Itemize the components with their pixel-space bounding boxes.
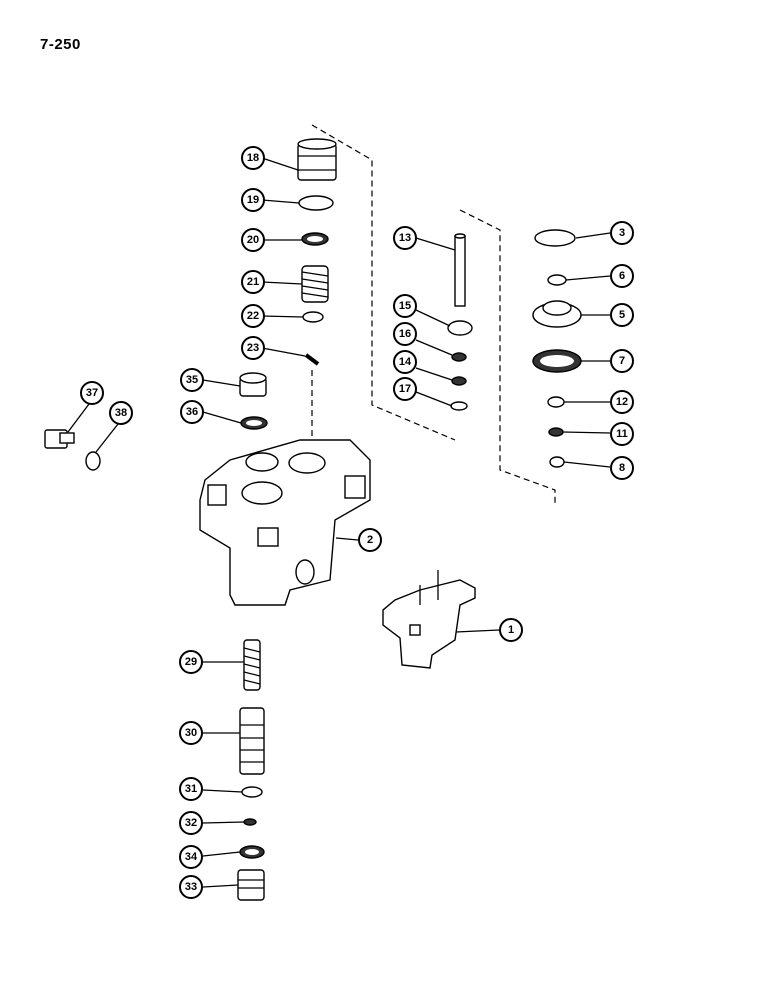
callout-15: 15: [393, 294, 417, 318]
svg-text:37: 37: [86, 387, 98, 399]
part-23-pin: [304, 353, 320, 366]
svg-text:23: 23: [247, 342, 259, 354]
callout-37: 37: [80, 381, 104, 405]
part-3-snap-ring: [534, 229, 576, 247]
part-16-seal: [451, 352, 467, 362]
part-11-seal: [548, 427, 564, 437]
callout-17: 17: [393, 377, 417, 401]
part-6-washer: [547, 274, 567, 286]
callout-14: 14: [393, 350, 417, 374]
callout-18: 18: [241, 146, 265, 170]
svg-text:38: 38: [115, 407, 127, 419]
callout-31: 31: [179, 777, 203, 801]
callout-1: 1: [499, 618, 523, 642]
callout-21: 21: [241, 270, 265, 294]
callout-29: 29: [179, 650, 203, 674]
callout-3: 3: [610, 221, 634, 245]
svg-text:18: 18: [247, 152, 259, 164]
callout-19: 19: [241, 188, 265, 212]
svg-text:35: 35: [186, 374, 198, 386]
part-35-plug: [239, 372, 267, 397]
part-33-plug: [237, 869, 265, 901]
callout-11: 11: [610, 422, 634, 446]
callout-12: 12: [610, 390, 634, 414]
svg-text:31: 31: [185, 783, 197, 795]
callout-36: 36: [180, 400, 204, 424]
svg-text:34: 34: [185, 851, 198, 863]
svg-text:15: 15: [399, 300, 411, 312]
svg-text:16: 16: [399, 328, 411, 340]
svg-text:21: 21: [247, 276, 259, 288]
part-17-clip: [450, 401, 468, 411]
callout-2: 2: [358, 528, 382, 552]
svg-text:30: 30: [185, 727, 197, 739]
callout-8: 8: [610, 456, 634, 480]
part-15-cap: [447, 320, 473, 336]
part-18-sleeve: [297, 138, 337, 181]
callout-34: 34: [179, 845, 203, 869]
svg-text:6: 6: [619, 270, 625, 282]
alignment-line-right: [459, 209, 556, 505]
callout-20: 20: [241, 228, 265, 252]
callout-32: 32: [179, 811, 203, 835]
callout-22: 22: [241, 304, 265, 328]
part-22-washer: [302, 311, 324, 323]
page-number: 7-250: [40, 36, 81, 53]
part-14-seal: [451, 376, 467, 386]
alignment-line-left: [311, 124, 456, 441]
svg-text:7: 7: [619, 355, 625, 367]
svg-text:22: 22: [247, 310, 259, 322]
svg-text:19: 19: [247, 194, 259, 206]
svg-text:8: 8: [619, 462, 625, 474]
svg-text:2: 2: [367, 534, 373, 546]
svg-text:5: 5: [619, 309, 625, 321]
svg-text:3: 3: [619, 227, 625, 239]
callout-33: 33: [179, 875, 203, 899]
part-12-washer: [547, 396, 565, 408]
callout-5: 5: [610, 303, 634, 327]
svg-text:13: 13: [399, 232, 411, 244]
svg-text:17: 17: [399, 383, 411, 395]
part-8-washer: [549, 456, 565, 468]
part-32-seal: [243, 818, 257, 826]
part-38-ring: [85, 451, 101, 471]
svg-text:14: 14: [399, 356, 412, 368]
part-21-spring: [301, 265, 329, 303]
part-31-ring: [241, 786, 263, 798]
svg-text:11: 11: [616, 428, 628, 440]
callout-38: 38: [109, 401, 133, 425]
part-30-spool: [239, 707, 265, 775]
part-13-shaft: [454, 233, 466, 307]
svg-text:29: 29: [185, 656, 197, 668]
callout-35: 35: [180, 368, 204, 392]
part-19-ring: [298, 195, 334, 211]
part-37-bolt: [44, 429, 75, 449]
svg-text:32: 32: [185, 817, 197, 829]
svg-text:12: 12: [616, 396, 628, 408]
callout-16: 16: [393, 322, 417, 346]
leader-lines: [67, 157, 611, 888]
part-29-spring: [243, 639, 261, 691]
callout-7: 7: [610, 349, 634, 373]
callout-6: 6: [610, 264, 634, 288]
callout-23: 23: [241, 336, 265, 360]
part-1-valve-assembly: [382, 570, 476, 669]
svg-text:36: 36: [186, 406, 198, 418]
part-5-retainer: [532, 300, 582, 328]
callout-30: 30: [179, 721, 203, 745]
callout-13: 13: [393, 226, 417, 250]
part-2-valve-body: [199, 439, 371, 606]
svg-text:33: 33: [185, 881, 197, 893]
svg-text:1: 1: [508, 624, 514, 636]
svg-text:20: 20: [247, 234, 259, 246]
